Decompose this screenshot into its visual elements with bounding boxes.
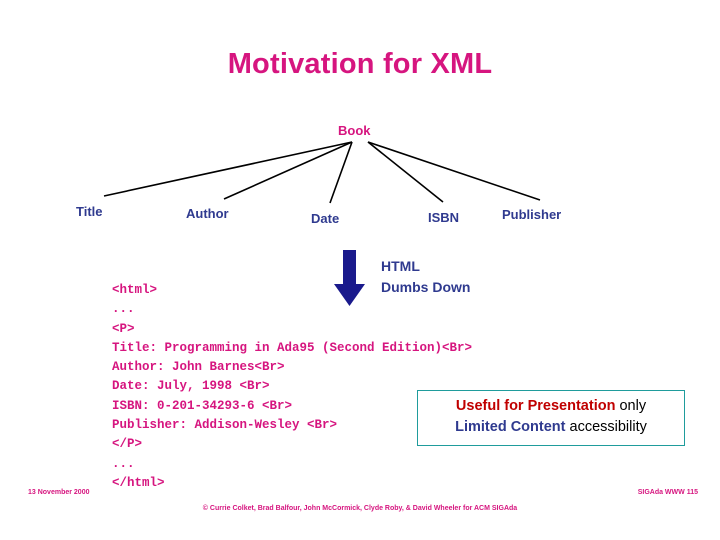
tree-node-isbn: ISBN bbox=[428, 210, 460, 225]
tree-node-date: Date bbox=[311, 211, 340, 226]
down-arrow-icon bbox=[334, 250, 365, 306]
tree-node-author: Author bbox=[186, 206, 229, 221]
dumbs-down-line2: Dumbs Down bbox=[381, 279, 471, 295]
callout-line1-emphasis: Useful for Presentation bbox=[455, 398, 616, 414]
callout-line-2: Limited Content accessibility bbox=[426, 417, 676, 438]
html-code-block: <html> ... <P> Title: Programming in Ada… bbox=[112, 283, 473, 490]
callout-line2-rest: accessibility bbox=[569, 419, 647, 435]
footer-slide-ref: SIGAda WWW 115 bbox=[637, 489, 698, 496]
footer-date: 13 November 2000 bbox=[28, 489, 90, 496]
dumbs-down-line1: HTML bbox=[381, 258, 420, 274]
tree-node-book: Book bbox=[338, 123, 371, 138]
callout-line-1: Useful for Presentation only bbox=[426, 396, 676, 417]
callout-line2-emphasis: Limited Content bbox=[455, 419, 566, 435]
tree-connector-lines bbox=[103, 141, 541, 204]
callout-box: Useful for Presentation only Limited Con… bbox=[417, 390, 685, 446]
page-title: Motivation for XML bbox=[227, 48, 493, 80]
tree-node-publisher: Publisher bbox=[502, 207, 562, 222]
tree-node-title: Title bbox=[76, 204, 103, 219]
callout-line1-rest: only bbox=[619, 398, 647, 414]
dumbs-down-text: HTML Dumbs Down bbox=[381, 256, 470, 298]
footer-copyright: © Currie Colket, Brad Balfour, John McCo… bbox=[202, 505, 518, 512]
